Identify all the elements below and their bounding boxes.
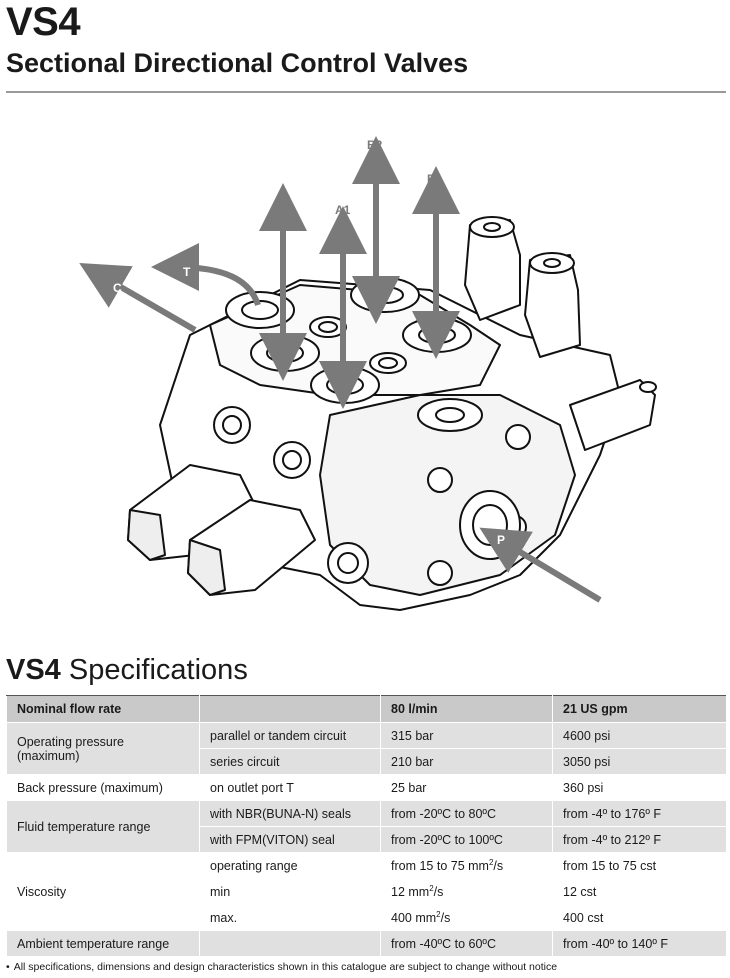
valve-illustration: A2 A1 B2 B1 T C P — [79, 136, 657, 611]
header-cell: Nominal flow rate — [6, 695, 200, 723]
table-row: Viscosity operating range from 15 to 75 … — [6, 852, 727, 931]
row-metric: 12 mm2/s — [380, 878, 553, 905]
row-condition: max. — [199, 904, 381, 931]
row-condition: operating range — [199, 852, 381, 879]
row-metric: 25 bar — [380, 774, 553, 801]
port-label-b2: B2 — [367, 138, 383, 152]
table-row: Operating pressure (maximum) parallel or… — [6, 722, 727, 775]
table-header-row: Nominal flow rate 80 l/min 21 US gpm — [6, 695, 727, 723]
row-condition: on outlet port T — [199, 774, 381, 801]
row-condition: with FPM(VITON) seal — [199, 826, 381, 853]
row-us: 3050 psi — [552, 748, 727, 775]
row-condition — [199, 930, 381, 957]
header-divider — [6, 91, 726, 93]
table-row: Fluid temperature range with NBR(BUNA-N)… — [6, 800, 727, 853]
table-row: max. 400 mm2/s 400 cst — [7, 904, 727, 931]
row-us: from -40º to 140º F — [552, 930, 727, 957]
header-cell — [199, 695, 381, 723]
table-row: min 12 mm2/s 12 cst — [7, 878, 727, 905]
row-metric: 210 bar — [380, 748, 553, 775]
row-metric: 400 mm2/s — [380, 904, 553, 931]
row-metric: from -20ºC to 80ºC — [380, 800, 553, 827]
row-metric: from 15 to 75 mm2/s — [380, 852, 553, 879]
footnote: All specifications, dimensions and desig… — [6, 961, 557, 973]
row-us: 12 cst — [552, 878, 727, 905]
specifications-table: Nominal flow rate 80 l/min 21 US gpm Ope… — [6, 695, 727, 957]
port-label-c: C — [113, 281, 122, 295]
specifications-heading: VS4 Specifications — [6, 654, 248, 686]
port-label-p: P — [497, 533, 505, 547]
row-condition: series circuit — [199, 748, 381, 775]
row-us: from -4º to 212º F — [552, 826, 727, 853]
table-row: Ambient temperature range from -40ºC to … — [6, 930, 727, 957]
row-us: 400 cst — [552, 904, 727, 931]
model-title: VS4 — [6, 0, 81, 44]
row-us: from 15 to 75 cst — [552, 852, 727, 879]
row-condition: with NBR(BUNA-N) seals — [199, 800, 381, 827]
table-row: series circuit 210 bar 3050 psi — [7, 748, 727, 775]
relief-valve-2 — [524, 254, 581, 358]
header-cell: 80 l/min — [380, 695, 553, 723]
table-row: Back pressure (maximum) on outlet port T… — [6, 774, 727, 801]
row-metric: 315 bar — [380, 722, 553, 749]
page-subtitle: Sectional Directional Control Valves — [6, 48, 469, 78]
port-label-b1: B1 — [427, 172, 443, 186]
row-condition: parallel or tandem circuit — [199, 722, 381, 749]
row-us: from -4º to 176º F — [552, 800, 727, 827]
row-label: Viscosity — [6, 852, 200, 931]
row-metric: from -20ºC to 100ºC — [380, 826, 553, 853]
port-label-t: T — [183, 265, 191, 279]
row-us: 360 psi — [552, 774, 727, 801]
relief-valve-1 — [464, 219, 521, 321]
row-label: Ambient temperature range — [6, 930, 200, 957]
row-label: Back pressure (maximum) — [6, 774, 200, 801]
row-us: 4600 psi — [552, 722, 727, 749]
row-condition: min — [199, 878, 381, 905]
row-label: Operating pressure (maximum) — [6, 722, 200, 775]
row-label: Fluid temperature range — [6, 800, 200, 853]
port-label-a1: A1 — [335, 203, 351, 217]
row-metric: from -40ºC to 60ºC — [380, 930, 553, 957]
header-cell: 21 US gpm — [552, 695, 727, 723]
port-label-a2: A2 — [275, 192, 291, 206]
